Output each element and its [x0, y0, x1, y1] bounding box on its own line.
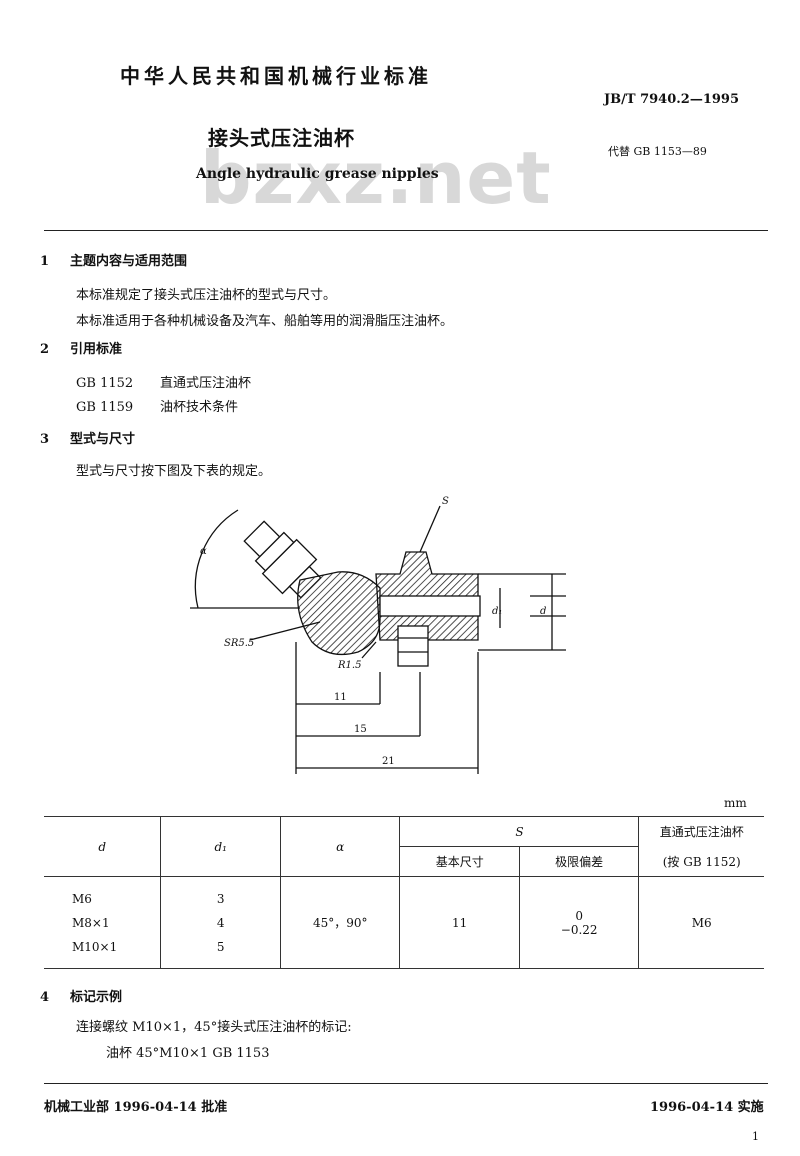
label-d: d	[540, 606, 546, 617]
header-straight-ref: (按 GB 1152)	[638, 846, 764, 877]
section-number: 4	[40, 990, 50, 1005]
cell-s-tol: 0 −0.22	[518, 876, 640, 969]
page-number: 1	[752, 1130, 759, 1143]
cell-alpha: 45°，90°	[279, 876, 401, 969]
section-1-para-1: 本标准规定了接头式压注油杯的型式与尺寸。	[76, 288, 337, 303]
footer-rule	[44, 1083, 768, 1084]
label-r: R1.5	[337, 660, 361, 671]
cell-d: M8×1	[72, 915, 110, 930]
section-3-heading: 3 型式与尺寸	[40, 428, 135, 447]
section-3-para-1: 型式与尺寸按下图及下表的规定。	[76, 464, 272, 479]
section-title: 主题内容与适用范围	[70, 254, 188, 269]
hex-nut	[397, 625, 429, 667]
table-unit: mm	[724, 796, 747, 810]
dim-11: 11	[334, 692, 347, 703]
label-s: S	[442, 496, 449, 507]
title-english: Angle hydraulic grease nipples	[196, 166, 439, 182]
reference-name: 油杯技术条件	[160, 400, 239, 415]
section-1-para-2: 本标准适用于各种机械设备及汽车、船舶等用的润滑脂压注油杯。	[76, 314, 454, 329]
section-title: 型式与尺寸	[70, 432, 136, 447]
section-4-para-2: 油杯 45°M10×1 GB 1153	[106, 1046, 270, 1061]
title-chinese: 接头式压注油杯	[208, 126, 355, 150]
tol-lower: −0.22	[560, 922, 598, 937]
label-alpha: α	[200, 546, 207, 557]
header-d1: d₁	[160, 816, 281, 877]
cell-straight: M6	[638, 876, 764, 969]
label-d1: d₁	[492, 606, 502, 617]
cell-s-basic: 11	[399, 876, 520, 969]
section-title: 标记示例	[70, 990, 123, 1005]
header-s-tol: 极限偏差	[518, 846, 640, 877]
section-4-para-1: 连接螺纹 M10×1，45°接头式压注油杯的标记:	[76, 1020, 352, 1035]
section-number: 3	[40, 432, 50, 447]
angle-arc	[194, 509, 239, 609]
reference-2: GB 1159 油杯技术条件	[76, 396, 238, 415]
section-title: 引用标准	[70, 342, 123, 357]
org-title: 中华人民共和国机械行业标准	[120, 64, 432, 88]
section-number: 1	[40, 254, 50, 269]
label-sr: SR5.5	[224, 638, 254, 649]
cell-d1: 4	[216, 915, 225, 930]
dimension-table: d d₁ α S 直通式压注油杯 基本尺寸 极限偏差 (按 GB 1152) M…	[44, 816, 764, 969]
approval-date: 机械工业部 1996-04-14 批准	[44, 1100, 228, 1115]
watermark: bzxz.net	[200, 136, 552, 220]
cell-d: M6	[72, 891, 92, 906]
reference-code: GB 1152	[76, 376, 134, 391]
header-s: S	[399, 816, 640, 847]
standard-number: JB/T 7940.2—1995	[604, 92, 740, 107]
cell-d: M10×1	[72, 939, 118, 954]
header-s-basic: 基本尺寸	[399, 846, 520, 877]
reference-1: GB 1152 直通式压注油杯	[76, 372, 251, 391]
tol-upper: 0	[575, 908, 583, 923]
section-2-heading: 2 引用标准	[40, 338, 122, 357]
cell-d1: 3	[216, 891, 225, 906]
reference-code: GB 1159	[76, 400, 134, 415]
header-straight: 直通式压注油杯	[638, 816, 764, 847]
header-rule	[44, 230, 768, 231]
grease-nipple-drawing: S α SR5.5 R1.5 d₁ d 11 15 21	[190, 496, 566, 774]
section-number: 2	[40, 342, 50, 357]
section-4-heading: 4 标记示例	[40, 986, 122, 1005]
col-d: M6 M8×1 M10×1	[44, 876, 162, 969]
col-d1: 3 4 5	[160, 876, 281, 969]
dim-15: 15	[354, 724, 367, 735]
replaces-standard: 代替 GB 1153—89	[608, 145, 707, 158]
dim-21: 21	[382, 756, 395, 767]
header-alpha: α	[279, 816, 401, 877]
ball-body	[297, 571, 381, 656]
header-d: d	[44, 816, 162, 877]
implementation-date: 1996-04-14 实施	[650, 1100, 764, 1115]
section-1-heading: 1 主题内容与适用范围	[40, 250, 187, 269]
reference-name: 直通式压注油杯	[160, 376, 252, 391]
oil-bore	[379, 595, 481, 617]
cell-d1: 5	[216, 939, 225, 954]
